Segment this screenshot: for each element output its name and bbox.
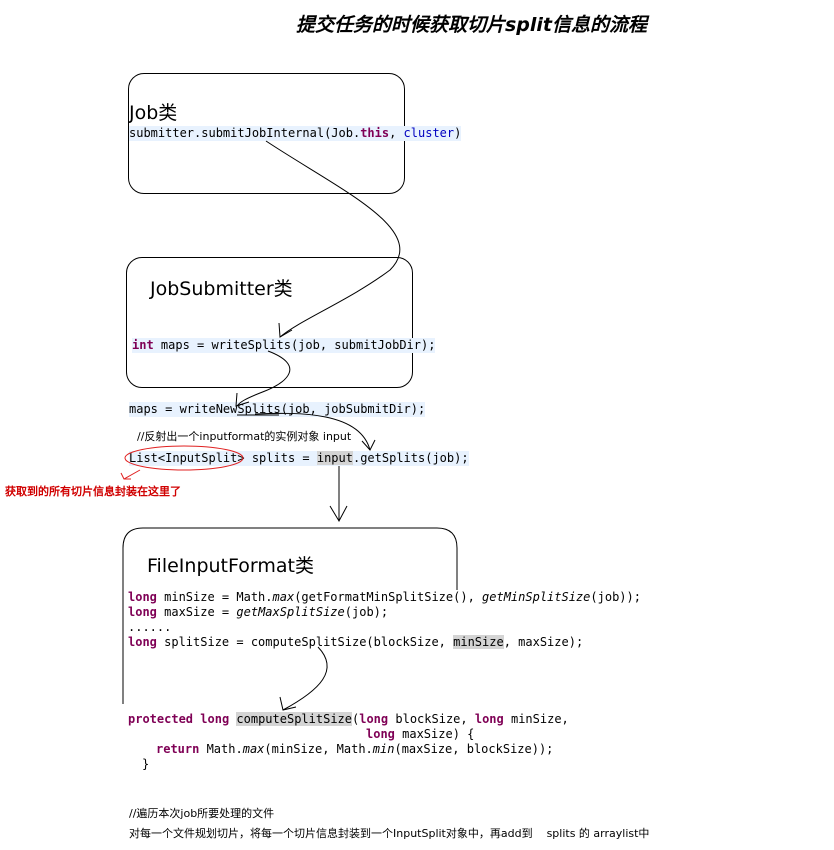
- max-size-code: long maxSize = getMaxSplitSize(job);: [128, 605, 388, 620]
- compute-split-size-close: }: [142, 757, 150, 771]
- code-text: (job);: [344, 605, 389, 619]
- variable-min-size: minSize: [453, 635, 504, 649]
- splits-annotation: 获取到的所有切片信息封装在这里了: [5, 485, 181, 498]
- method-max: max: [272, 590, 295, 604]
- method-get-min-split-size: getMinSplitSize: [482, 590, 591, 604]
- keyword-long: long: [128, 590, 157, 604]
- write-splits-code: int maps = writeSplits(job, submitJobDir…: [132, 338, 436, 353]
- method-max: max: [242, 742, 265, 756]
- keyword-long: long: [128, 605, 157, 619]
- jobsubmitter-class-heading: JobSubmitter类: [150, 278, 293, 300]
- job-submit-code: submitter.submitJobInternal(Job.this, cl…: [129, 126, 462, 141]
- annotation-pointer: [123, 469, 141, 480]
- code-text: .getSplits(job);: [352, 451, 469, 465]
- code-text: , maxSize);: [503, 635, 584, 649]
- diagram-title: 提交任务的时候获取切片split信息的流程: [296, 14, 648, 36]
- code-text: submitter.submitJobInternal(Job.: [129, 126, 361, 140]
- code-text: ): [454, 126, 462, 140]
- footer-comment: //遍历本次job所要处理的文件: [129, 807, 275, 820]
- keyword-long: long: [128, 635, 157, 649]
- method-name: computeSplitSize: [236, 712, 352, 726]
- get-splits-code: List<InputSplit> splits = input.getSplit…: [129, 451, 469, 466]
- reflection-comment: //反射出一个inputformat的实例对象 input: [137, 430, 352, 443]
- code-text: splitSize = computeSplitSize(blockSize,: [156, 635, 454, 649]
- code-text: (minSize, Math.: [264, 742, 373, 756]
- code-text: (job));: [590, 590, 641, 604]
- input-variable: input: [316, 451, 353, 465]
- keyword-long: long: [366, 727, 395, 741]
- code-text: (: [352, 712, 360, 726]
- list-type: List<InputSplit>: [129, 451, 245, 465]
- compute-split-size-signature: protected long computeSplitSize(long blo…: [128, 712, 569, 727]
- annotation-pointer-head: [120, 472, 131, 480]
- split-size-code: long splitSize = computeSplitSize(blockS…: [128, 635, 583, 650]
- code-text: splits =: [244, 451, 317, 465]
- compute-split-size-return: return Math.max(minSize, Math.min(maxSiz…: [156, 742, 553, 757]
- fileinputformat-class-heading: FileInputFormat类: [147, 555, 314, 577]
- arrow-call-to-computesplitsize: [282, 646, 328, 711]
- arrowhead-fileinputformat: [329, 505, 348, 523]
- code-text: maps = writeSplits(job, submitJobDir);: [153, 338, 436, 352]
- method-min: min: [372, 742, 395, 756]
- code-text: maxSize) {: [394, 727, 475, 741]
- ellipsis-code: ......: [128, 620, 172, 634]
- code-text: blockSize,: [388, 712, 475, 726]
- code-text: Math.: [199, 742, 243, 756]
- field-cluster: cluster: [403, 126, 455, 140]
- method-get-max-split-size: getMaxSplitSize: [236, 605, 345, 619]
- arrowhead-computesplitsize: [279, 696, 297, 711]
- code-text: minSize = Math.: [156, 590, 273, 604]
- code-text: maxSize =: [156, 605, 237, 619]
- keyword-protected: protected: [128, 712, 194, 726]
- code-text: (getFormatMinSplitSize(),: [294, 590, 483, 604]
- keyword-long: long: [200, 712, 230, 726]
- job-class-heading: Job类: [129, 102, 178, 124]
- write-new-splits-code: maps = writeNewSplits(job, jobSubmitDir)…: [129, 402, 426, 417]
- keyword-long: long: [474, 712, 504, 726]
- keyword-int: int: [132, 338, 154, 352]
- keyword-this: this: [360, 126, 390, 140]
- code-text: (maxSize, blockSize));: [394, 742, 554, 756]
- code-text: minSize,: [503, 712, 569, 726]
- footer-description: 对每一个文件规划切片，将每一个切片信息封装到一个InputSplit对象中，再a…: [129, 827, 650, 840]
- keyword-return: return: [156, 742, 200, 756]
- arrowhead-getsplits: [361, 439, 376, 451]
- compute-split-size-param2: long maxSize) {: [366, 727, 474, 742]
- keyword-long: long: [359, 712, 389, 726]
- min-size-code: long minSize = Math.max(getFormatMinSpli…: [128, 590, 641, 605]
- code-text: ,: [389, 126, 404, 140]
